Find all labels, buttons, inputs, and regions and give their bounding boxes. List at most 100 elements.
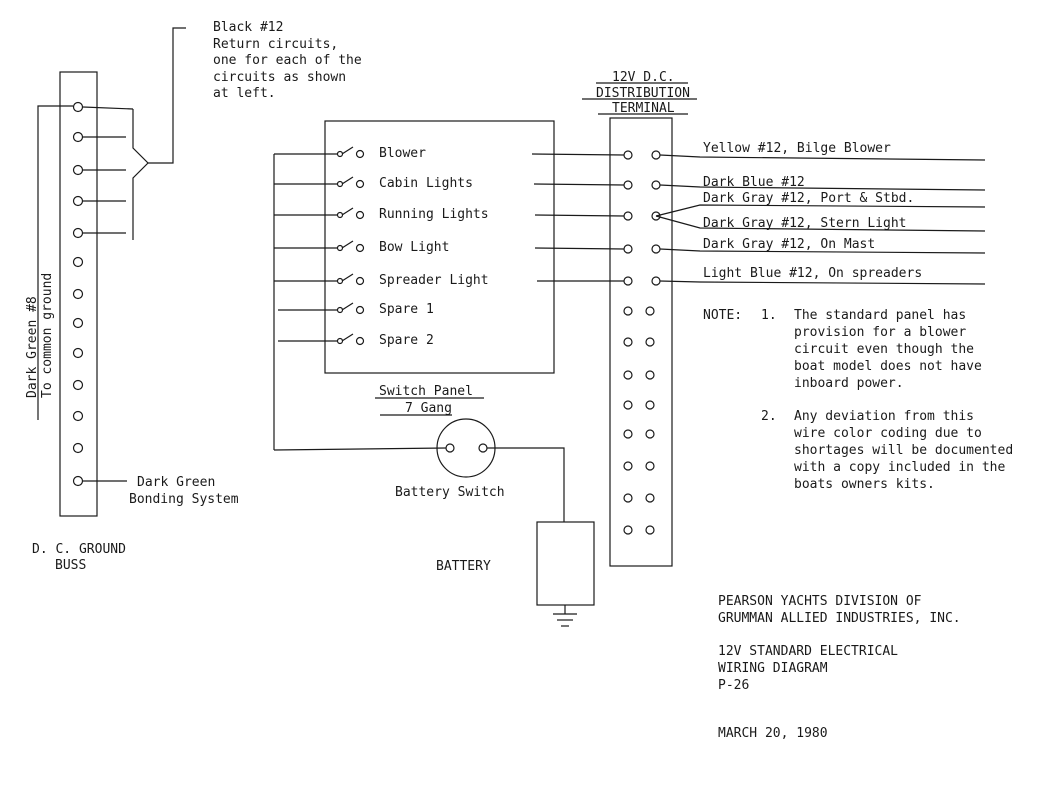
- switch-spare-1: Spare 1: [278, 302, 434, 317]
- switch-label: Blower: [379, 146, 426, 161]
- return-note-line: Black #12: [213, 20, 283, 35]
- distribution-terminal: [623, 400, 633, 410]
- switch-label: Spare 2: [379, 333, 434, 348]
- switch-panel-caption: Switch Panel: [379, 384, 473, 399]
- drawing-line: WIRING DIAGRAM: [718, 661, 828, 676]
- buss-terminal: [72, 227, 84, 239]
- note2-line: boats owners kits.: [794, 477, 935, 492]
- battery-switch-terminal: [445, 443, 455, 453]
- distribution-terminal: [623, 276, 633, 286]
- switch-spare-2: Spare 2: [278, 333, 434, 348]
- note1-line: circuit even though the: [794, 342, 974, 357]
- common-ground-label: Dark Green #8: [25, 296, 40, 398]
- note1-line: provision for a blower: [794, 325, 966, 340]
- distribution-terminal: [645, 306, 655, 316]
- switch-label: Spreader Light: [379, 273, 489, 288]
- distribution-title: TERMINAL: [612, 101, 675, 116]
- distribution-terminal-bar: [609, 117, 673, 567]
- note-number: 1.: [761, 308, 777, 323]
- note2-line: wire color coding due to: [794, 426, 982, 441]
- company-line: GRUMMAN ALLIED INDUSTRIES, INC.: [718, 611, 961, 626]
- switch-cabin-lights: Cabin Lights: [274, 176, 473, 191]
- note2-line: with a copy included in the: [794, 460, 1005, 475]
- distribution-terminal: [623, 525, 633, 535]
- wire-label-stern-light: Dark Gray #12, Stern Light: [703, 216, 907, 231]
- common-ground-sublabel: To common ground: [40, 273, 55, 398]
- drawing-date: MARCH 20, 1980: [718, 726, 828, 741]
- common-ground-wire: [37, 105, 73, 420]
- buss-terminal: [72, 101, 84, 113]
- switch-label: Bow Light: [379, 240, 449, 255]
- distribution-terminals: [623, 150, 661, 535]
- ground-buss-terminals: [72, 101, 84, 487]
- chassis-ground-icon: [553, 605, 577, 627]
- buss-terminal: [72, 410, 84, 422]
- distribution-terminal: [645, 400, 655, 410]
- buss-terminal: [72, 131, 84, 143]
- return-note-line: Return circuits,: [213, 37, 338, 52]
- distribution-terminal: [645, 429, 655, 439]
- distribution-terminal: [623, 337, 633, 347]
- bonding-label: Dark Green: [137, 475, 215, 490]
- note1-line: inboard power.: [794, 376, 904, 391]
- buss-terminal: [72, 288, 84, 300]
- buss-terminal: [72, 475, 84, 487]
- distribution-terminal: [623, 211, 633, 221]
- wire-label-mast: Dark Gray #12, On Mast: [703, 237, 875, 252]
- switch-label: Running Lights: [379, 207, 489, 222]
- battery-switch-label: Battery Switch: [395, 485, 505, 500]
- distribution-terminal: [645, 493, 655, 503]
- note2-line: Any deviation from this: [794, 409, 974, 424]
- drawing-number: P-26: [718, 678, 749, 693]
- note1-line: boat model does not have: [794, 359, 982, 374]
- distribution-terminal: [623, 306, 633, 316]
- wire-label-port-stbd: Dark Gray #12, Port & Stbd.: [703, 191, 914, 206]
- switch-to-battery-wire: [487, 447, 565, 522]
- ground-buss-title: D. C. GROUND: [32, 542, 126, 557]
- drawing-line: 12V STANDARD ELECTRICAL: [718, 644, 898, 659]
- distribution-terminal: [623, 370, 633, 380]
- switch-to-panel-wire: [273, 447, 447, 451]
- switch-label: Cabin Lights: [379, 176, 473, 191]
- buss-terminal: [72, 347, 84, 359]
- distribution-terminal: [645, 525, 655, 535]
- output-wires: [655, 154, 986, 285]
- distribution-title: DISTRIBUTION: [596, 86, 690, 101]
- battery-switch-terminal: [478, 443, 488, 453]
- return-bracket: [132, 27, 186, 240]
- distribution-terminal: [623, 429, 633, 439]
- ground-buss-bar: [59, 71, 98, 517]
- company-line: PEARSON YACHTS DIVISION OF: [718, 594, 922, 609]
- wire-label-spreaders: Light Blue #12, On spreaders: [703, 266, 922, 281]
- title-block: PEARSON YACHTS DIVISION OF GRUMMAN ALLIE…: [718, 594, 961, 741]
- switch-panel-box: [324, 120, 555, 374]
- buss-terminal: [72, 164, 84, 176]
- bonding-label: Bonding System: [129, 492, 239, 507]
- notes-heading: NOTE:: [703, 308, 742, 323]
- note-number: 2.: [761, 409, 777, 424]
- distribution-terminal: [645, 461, 655, 471]
- note1-line: The standard panel has: [794, 308, 966, 323]
- distribution-terminal: [623, 180, 633, 190]
- switch-blower: Blower: [274, 146, 426, 161]
- distribution-terminal: [651, 150, 661, 160]
- buss-terminal: [72, 442, 84, 454]
- battery-box: [536, 521, 595, 606]
- buss-terminal: [72, 256, 84, 268]
- switch-spreader-light: Spreader Light: [274, 273, 489, 288]
- distribution-terminal: [651, 276, 661, 286]
- switch-panel-caption: 7 Gang: [405, 401, 452, 416]
- distribution-terminal: [623, 244, 633, 254]
- distribution-terminal: [645, 337, 655, 347]
- note2-line: shortages will be documented: [794, 443, 1013, 458]
- distribution-terminal: [651, 180, 661, 190]
- return-note-line: at left.: [213, 86, 276, 101]
- notes: NOTE: 1. The standard panel has provisio…: [703, 308, 1013, 492]
- distribution-terminal: [623, 150, 633, 160]
- switch-running-lights: Running Lights: [274, 207, 489, 222]
- return-circuits-note: Black #12 Return circuits, one for each …: [213, 20, 362, 101]
- distribution-terminal: [623, 493, 633, 503]
- buss-terminal: [72, 379, 84, 391]
